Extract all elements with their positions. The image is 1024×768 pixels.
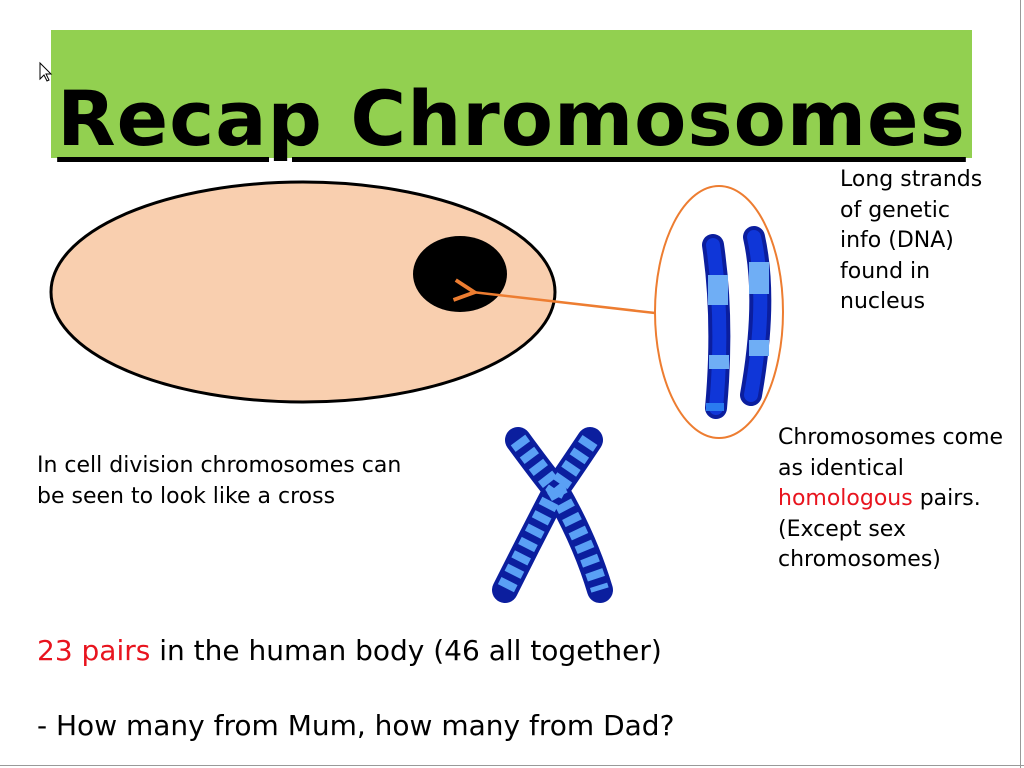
chromosome-right [740, 226, 772, 406]
slide-title: Recap Chromosomes [57, 74, 966, 163]
mouse-cursor-icon [39, 61, 53, 82]
dna-note-line: info (DNA) [840, 228, 954, 254]
pair-count-text: in the human body (46 all together) [150, 634, 662, 667]
nucleus [413, 236, 507, 312]
division-note-line: In cell division chromosomes can [37, 453, 402, 478]
pointer-arrow [472, 292, 656, 315]
pair-count: 23 pairs in the human body (46 all toget… [37, 634, 662, 667]
division-note-line: be seen to look like a cross [37, 483, 336, 509]
homologous-highlight: homologous [778, 486, 913, 512]
chromosome-left [702, 234, 731, 419]
dna-note-line: nucleus [840, 289, 926, 315]
pairs-note-line: Chromosomes come [778, 425, 1004, 450]
division-note: In cell division chromosomes can be seen… [37, 451, 401, 512]
slide-edge-right [1020, 0, 1021, 768]
pairs-note-line: chromosomes) [778, 547, 941, 573]
cell [49, 180, 557, 404]
pairs-note: Chromosomes come as identical homologous… [778, 423, 1003, 576]
x-chromosome [492, 427, 613, 603]
pairs-text: pairs. [912, 486, 981, 512]
pairs-note-line: as identical [778, 455, 904, 481]
slide-edge-bottom [0, 765, 1024, 766]
dna-note-line: Long strands [840, 167, 983, 192]
pairs-note-line: (Except sex [778, 516, 906, 542]
dna-note-line: found in [840, 258, 931, 284]
pair-count-highlight: 23 pairs [37, 634, 151, 667]
pairs-note-line: homologous pairs. [778, 484, 1003, 515]
title-banner: Recap Chromosomes [51, 30, 972, 163]
dna-note: Long strands of genetic info (DNA) found… [840, 165, 982, 318]
dna-note-line: of genetic [840, 197, 951, 223]
question: - How many from Mum, how many from Dad? [37, 709, 675, 742]
